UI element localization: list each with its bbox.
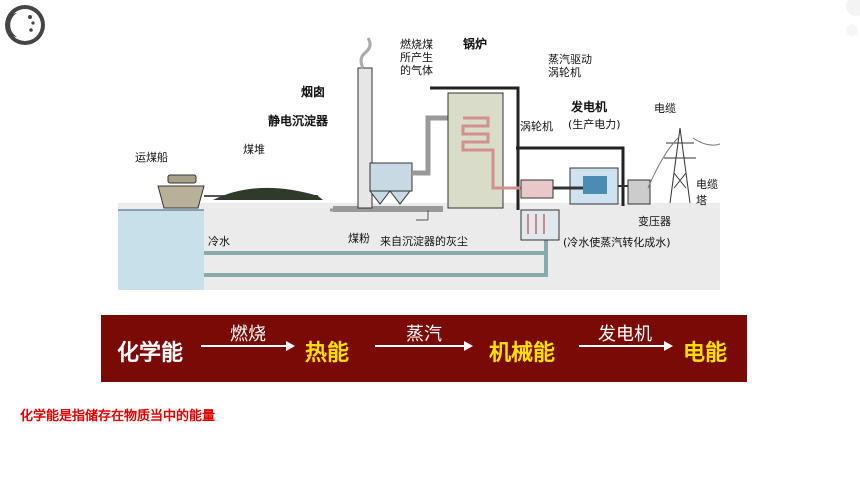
ship-label: 运煤船 <box>135 151 168 164</box>
corner-decoration <box>820 0 860 40</box>
condense-label: (冷水使蒸汽转化成水) <box>563 236 671 249</box>
boiler-label: 锅炉 <box>463 37 488 51</box>
definition-note: 化学能是指储存在物质当中的能量 <box>20 409 216 424</box>
condenser-icon <box>520 209 560 241</box>
turbine-icon <box>520 179 554 199</box>
turbine-label: 涡轮机 <box>520 120 553 133</box>
arrow-label-burning: 燃烧 <box>230 324 266 345</box>
arrow-right-icon <box>375 341 473 351</box>
steam-drive-label-2: 涡轮机 <box>548 66 581 79</box>
chimney-label: 烟囱 <box>301 85 326 99</box>
energy-chain-banner: 化学能 燃烧 热能 蒸汽 机械能 发电机 电能 <box>101 315 747 382</box>
step-electric-energy: 电能 <box>683 341 728 366</box>
cold-water-label: 冷水 <box>208 235 230 248</box>
step-mechanical-energy: 机械能 <box>489 341 556 366</box>
gas-label-1: 燃烧煤 <box>400 38 433 51</box>
arrow-label-steam: 蒸汽 <box>406 324 442 345</box>
transformer-icon <box>627 179 651 205</box>
coal-powder-label: 煤粉 <box>348 232 370 245</box>
precipitator-label: 静电沉淀器 <box>268 114 329 128</box>
transformer-label: 变压器 <box>638 215 671 228</box>
logo-icon <box>3 3 47 47</box>
arrow-right-icon <box>201 341 295 351</box>
tower-label: 电缆塔 <box>696 178 718 207</box>
step-chemical-energy: 化学能 <box>117 341 184 366</box>
cable-label: 电缆 <box>654 102 676 115</box>
arrow-label-generator: 发电机 <box>598 324 652 345</box>
precipitator-icon <box>369 162 413 192</box>
arrow-right-icon <box>579 341 673 351</box>
gas-label-2: 所产生 <box>400 51 433 64</box>
power-plant-diagram: 燃烧煤 所产生 的气体 锅炉 蒸汽驱动 涡轮机 烟囱 静电沉淀器 发电机 (生产… <box>118 28 721 290</box>
step-thermal-energy: 热能 <box>305 341 350 366</box>
coal-pile-label: 煤堆 <box>243 143 265 156</box>
steam-drive-label-1: 蒸汽驱动 <box>548 53 592 66</box>
coal-pile-icon <box>213 187 323 200</box>
ash-label: 来自沉淀器的灰尘 <box>380 235 468 248</box>
generator-sub-label: (生产电力) <box>568 118 621 131</box>
chimney-icon <box>357 67 373 209</box>
generator-label: 发电机 <box>571 100 608 114</box>
gas-label-3: 的气体 <box>400 64 433 77</box>
power-tower-icon <box>664 127 696 204</box>
